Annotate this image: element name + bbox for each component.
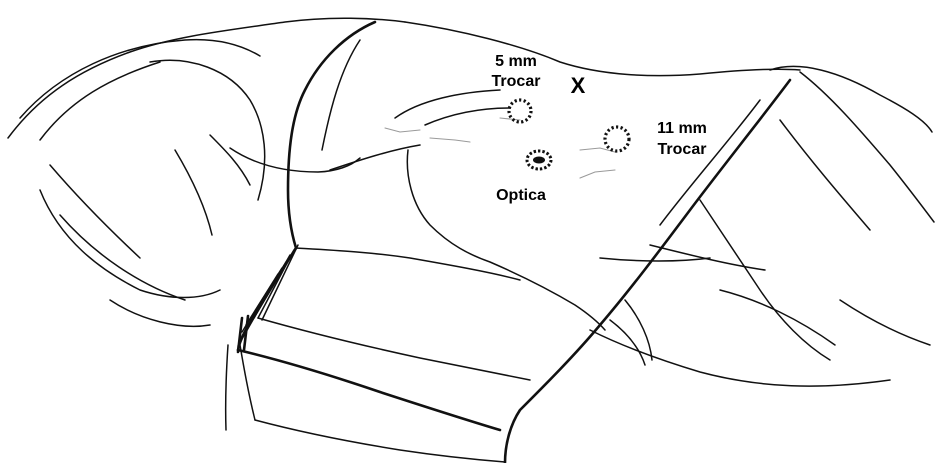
x-marker: X <box>571 73 586 98</box>
optic-port-marker <box>527 151 551 169</box>
label-11mm-line2: Trocar <box>658 141 707 158</box>
label-5mm-line1: 5 mm <box>495 53 537 70</box>
label-optica: Optica <box>496 187 546 204</box>
port-11mm-trocar-marker <box>605 127 629 151</box>
patient-body-drawing <box>8 18 934 463</box>
label-5mm-line2: Trocar <box>492 73 541 90</box>
label-11mm-line1: 11 mm <box>657 120 707 137</box>
